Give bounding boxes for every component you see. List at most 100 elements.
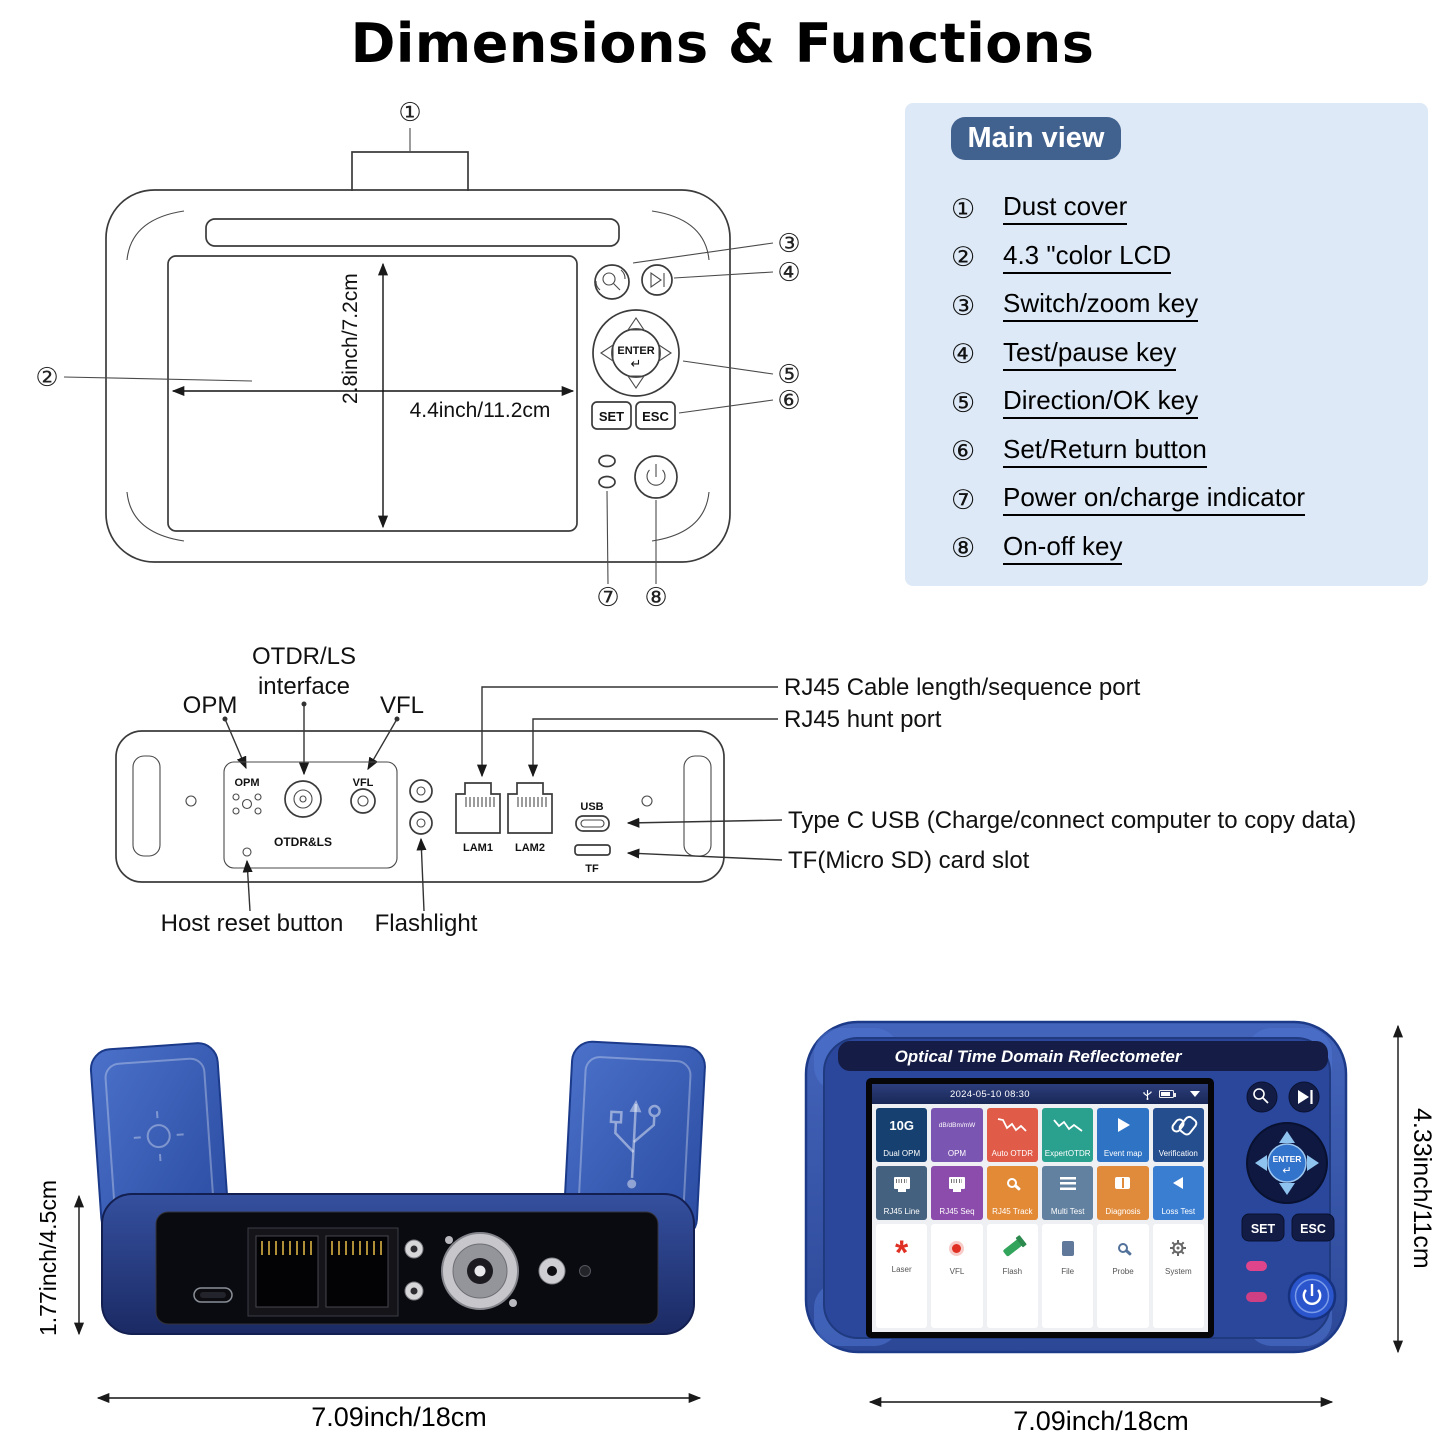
height-label-right: 4.33inch/11cm [1408, 1108, 1436, 1269]
otdr-connector-photo [441, 1232, 519, 1310]
legend-title-pill: Main view [951, 117, 1121, 160]
arrow-right-icon [1307, 1155, 1319, 1171]
arrow-left-icon [1255, 1155, 1267, 1171]
flashlight-port [409, 779, 433, 835]
enter-arrow-glyph: ↵ [1282, 1165, 1291, 1177]
app-tile-auto-otdr: Auto OTDR [986, 1108, 1038, 1162]
direction-pad: ENTER ↵ [592, 309, 680, 397]
book-icon [1115, 1177, 1131, 1189]
magnifier-icon [1007, 1178, 1018, 1188]
rj45-hunt-leader [527, 718, 778, 778]
device-outline [105, 189, 731, 563]
tf-desc-label: TF(Micro SD) card slot [788, 847, 1030, 874]
usb-etch-icon [609, 1100, 661, 1189]
app-tile-rj45-seq: RJ45 Seq [931, 1166, 983, 1220]
status-datetime: 2024-05-10 08:30 [950, 1088, 1030, 1100]
speaker-icon [1173, 1177, 1184, 1189]
app-tile-system: System [1152, 1224, 1204, 1328]
screen-statusbar: 2024-05-10 08:30 [872, 1084, 1208, 1104]
reset-hole-photo [579, 1265, 591, 1277]
photo-direction-pad: ENTER ↵ [1246, 1122, 1328, 1204]
legend-title: Main view [967, 122, 1105, 154]
rj45-icon [948, 1177, 965, 1192]
dust-cover-tab [351, 151, 469, 191]
power-led [1246, 1261, 1267, 1271]
thickness-label: 1.77inch/4.5cm [35, 1180, 61, 1336]
tf-slot-label: TF [585, 863, 599, 875]
banner-band [838, 1041, 1328, 1071]
flashlight-icon [1002, 1238, 1023, 1258]
status-icons [1142, 1089, 1200, 1100]
red-dot-icon [952, 1243, 962, 1253]
enter-arrow-glyph: ↵ [631, 356, 642, 371]
arrow-down-icon [1279, 1183, 1295, 1195]
otdrls-port-label: OTDR&LS [274, 835, 332, 849]
callout-4-leader [673, 271, 774, 279]
app-tile-diagnosis: Diagnosis [1097, 1166, 1149, 1220]
magnifier-icon [602, 272, 616, 286]
rj45-hunt-label: RJ45 hunt port [784, 706, 942, 733]
power-icon [1302, 1289, 1322, 1305]
app-tile-expert-otdr: ExpertOTDR [1041, 1108, 1094, 1162]
optical-port-plate: OPM OTDR&LS VFL [223, 761, 398, 869]
esc-label: ESC [642, 409, 669, 424]
arrow-up-icon [626, 317, 646, 331]
led-indicators [598, 454, 616, 489]
width-label-right: 7.09inch/18cm [1013, 1406, 1189, 1436]
app-tile-probe: Probe [1097, 1224, 1149, 1328]
charge-led [1246, 1292, 1267, 1302]
zoom-key [594, 264, 630, 300]
rj45-jack-lan1: LAM1 [455, 782, 501, 854]
usb-port-label: USB [580, 801, 603, 813]
photo-top-view: 1.77inch/4.5cm 7.09inch/18cm [35, 1040, 706, 1432]
app-tile-event-map: Event map [1097, 1108, 1149, 1162]
arrow-right-icon [658, 343, 672, 363]
opm-leader [224, 718, 247, 770]
photo-set-button: SET [1241, 1213, 1285, 1242]
esc-label: ESC [1300, 1222, 1326, 1236]
rj45-length-label: RJ45 Cable length/sequence port [784, 674, 1141, 701]
otdr-trace-icon [998, 1118, 1027, 1132]
usb-desc-label: Type C USB (Charge/connect computer to c… [788, 807, 1356, 834]
arrow-up-icon [1279, 1131, 1295, 1143]
flashlight-photo [404, 1239, 424, 1301]
tf-leader [626, 848, 783, 861]
callout-4: ④ [777, 258, 800, 288]
arrow-down-icon [626, 375, 646, 389]
app-tile-vfl: VFL [931, 1224, 983, 1328]
front-view-drawing: ① 2.8inch/7.2cm 4.4inch/11.2cm ② [35, 98, 800, 613]
vfl-port [350, 788, 376, 814]
magnifier-icon [1253, 1088, 1265, 1100]
magnifier-icon [1117, 1243, 1128, 1253]
callout-7-leader [606, 490, 609, 585]
rj45-ports-photo [247, 1227, 399, 1317]
laser-etch-icon [133, 1111, 184, 1162]
callout-3-leader [632, 242, 774, 264]
lan1-label: LAM1 [463, 842, 493, 854]
battery-icon [1159, 1090, 1176, 1098]
reset-leader [242, 859, 253, 912]
app-tile-verification: Verification [1152, 1108, 1204, 1162]
app-tile-multi-test: Multi Test [1041, 1166, 1094, 1220]
opm-port-label: OPM [234, 777, 259, 789]
set-label: SET [1251, 1222, 1276, 1236]
otdr-interface-label-line1: OTDR/LS [252, 643, 356, 670]
enter-key-label: ENTER [1273, 1154, 1302, 1164]
top-ridge [205, 218, 620, 247]
otdr-ls-port [284, 780, 322, 818]
tf-slot: TF [574, 844, 611, 875]
set-button: SET [591, 401, 632, 430]
document-icon [1061, 1240, 1074, 1256]
list-icon [1059, 1176, 1076, 1190]
photo-esc-button: ESC [1291, 1213, 1335, 1242]
callout-1: ① [398, 98, 421, 128]
usb-status-icon [1143, 1089, 1152, 1100]
